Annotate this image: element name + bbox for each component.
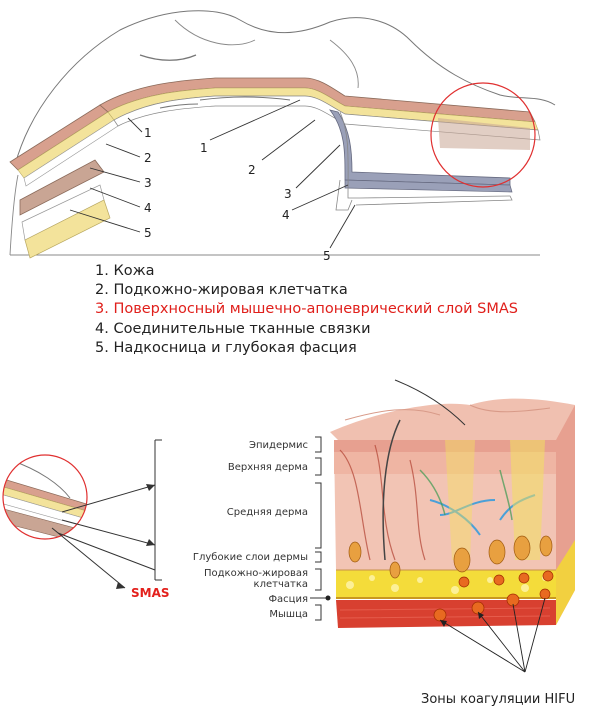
left-callout-3: 3 [144, 176, 152, 190]
svg-text:клетчатка: клетчатка [254, 579, 308, 590]
hair-strand-2 [382, 419, 401, 561]
highlight-circle-top [430, 82, 536, 188]
legend-item-fat: 2. Подкожно-жировая клетчатка [95, 282, 348, 299]
right-callout-4: 4 [282, 208, 290, 222]
nose-outline [174, 19, 359, 89]
hifu-caption: Зоны коагуляции HIFU [421, 692, 575, 707]
hifu-beam-2 [510, 440, 545, 560]
left-layer-stack [9, 104, 119, 259]
label-subcutaneous: Подкожно-жировая клетчатка [204, 568, 308, 590]
right-layer-stack [329, 109, 513, 211]
legend-item-periosteum: 5. Надкосница и глубокая фасция [95, 339, 357, 356]
label-deep-dermis: Глубокие слои дермы [193, 552, 308, 563]
right-callout-2: 2 [248, 163, 256, 177]
face-profile-diagram: 1 2 3 4 5 1 2 3 4 5 [9, 10, 556, 263]
fascia-dot [325, 595, 331, 601]
highlight-circle-bottom [2, 454, 88, 540]
left-callouts: 1 2 3 4 5 [144, 126, 152, 240]
label-middle-dermis: Средняя дерма [227, 507, 308, 518]
label-fascia: Фасция [268, 594, 308, 605]
jaw-outline [9, 174, 540, 256]
hair-strand-1 [394, 379, 466, 426]
right-callout-3: 3 [284, 187, 292, 201]
left-callout-lines [69, 117, 143, 233]
arrowheads [116, 484, 155, 589]
right-callouts: 1 2 3 4 5 [200, 141, 331, 263]
right-callout-5: 5 [323, 249, 331, 263]
skin-block [330, 379, 575, 628]
left-callout-1: 1 [144, 126, 152, 140]
svg-text:Подкожно-жировая: Подкожно-жировая [204, 568, 308, 579]
top-layer-band [99, 77, 541, 141]
smas-label: SMAS [131, 586, 170, 600]
bracket-arrows [51, 439, 162, 589]
right-callout-lines [209, 99, 356, 249]
layer-labels: Эпидермис Верхняя дерма Средняя дерма Гл… [193, 440, 308, 620]
face-outline [14, 10, 556, 166]
left-callout-5: 5 [144, 226, 152, 240]
layer-brackets [310, 436, 330, 621]
label-upper-dermis: Верхняя дерма [228, 462, 308, 473]
caption-lines [439, 597, 546, 673]
highlight-shade [438, 118, 530, 150]
caption-arrowheads [440, 612, 484, 627]
label-muscle: Мышца [269, 609, 308, 620]
hifu-beam-1 [445, 440, 475, 560]
magnified-circle [2, 454, 88, 540]
layer-legend: 1. Кожа 2. Подкожно-жировая клетчатка 3.… [95, 262, 518, 358]
eye-line [139, 54, 197, 61]
left-callout-2: 2 [144, 151, 152, 165]
inner-detail [159, 96, 291, 109]
skin-top-surface [330, 398, 575, 440]
legend-item-ligaments: 4. Соединительные тканные связки [95, 320, 371, 337]
legend-item-skin: 1. Кожа [95, 263, 155, 279]
coagulation-points [433, 570, 554, 622]
legend-item-smas: 3. Поверхносный мышечно-апоневрический с… [95, 301, 518, 318]
right-callout-1: 1 [200, 141, 208, 155]
label-epidermis: Эпидермис [249, 440, 308, 451]
left-callout-4: 4 [144, 201, 152, 215]
